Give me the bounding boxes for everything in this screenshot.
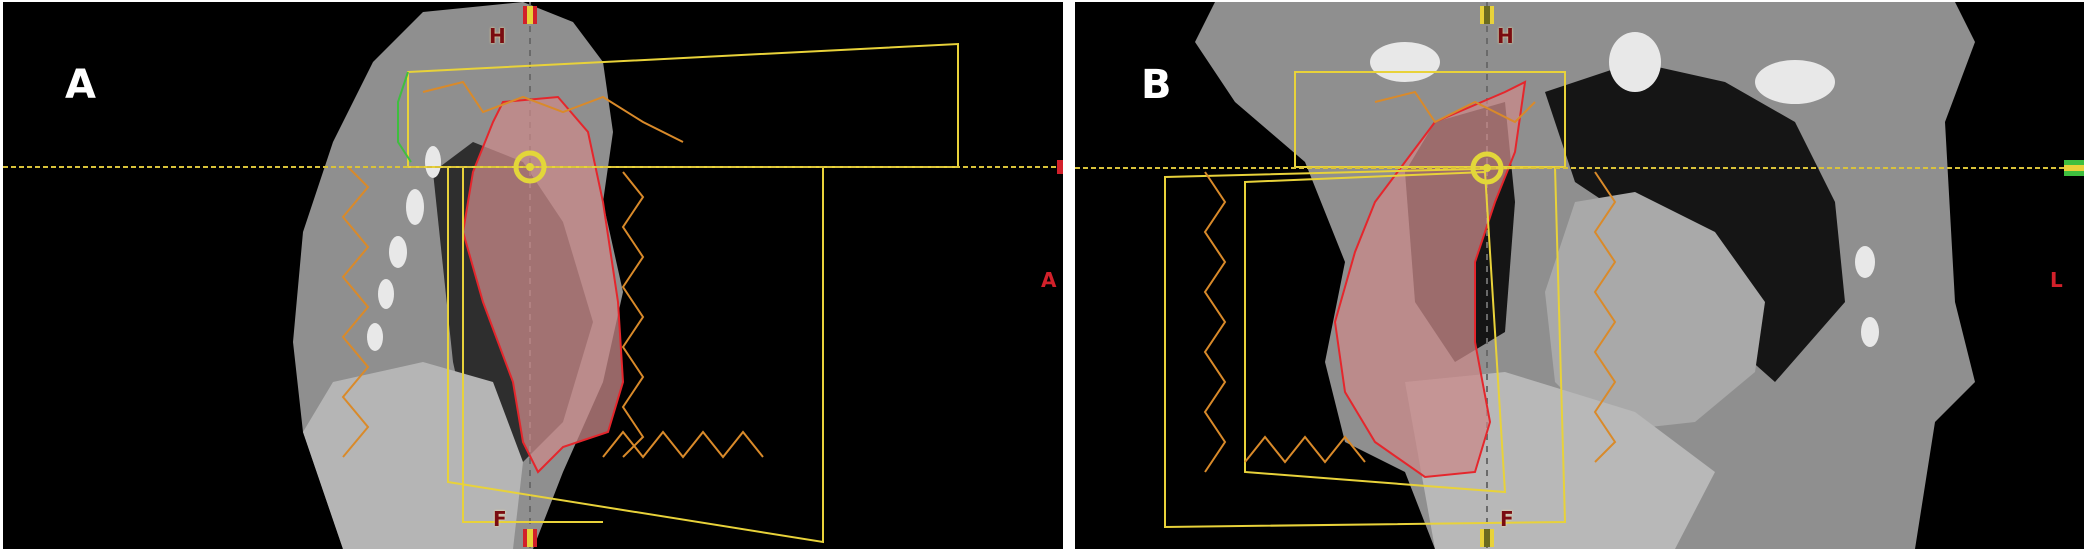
collimator-leaves-top [422,80,684,143]
structure-green-outline [397,71,412,163]
ct-panel-sagittal: A H F A [3,2,1063,549]
field-outline-lower [447,166,824,544]
orientation-label-inferior: F [493,507,507,531]
rib-bones [367,146,441,351]
orientation-label-inferior: F [1500,507,1514,531]
orientation-label-side: L [2050,268,2063,292]
liver-region [303,362,523,549]
coronal-image [1075,2,2084,549]
collimator-leaves-bottom [602,430,764,459]
isocenter-marker-icon [513,150,547,184]
sagittal-image [3,2,1063,549]
field-outline-inner [462,167,603,523]
orientation-label-superior: H [1497,24,1514,48]
orientation-label-side: A [1041,268,1057,292]
right-tick-marker [1057,160,1063,174]
collimator-leaves-top [1374,90,1536,124]
isocenter-marker-icon [1470,151,1504,185]
field-outline-inner [1244,170,1507,494]
heart-region [1545,192,1765,432]
collimator-leaves-bottom [1244,435,1366,464]
collimator-leaves-left [341,166,370,458]
orientation-label-superior: H [489,24,506,48]
collimator-leaves-right [1593,171,1617,463]
panel-letter: A [65,62,96,108]
collimator-leaves-right [621,171,645,458]
collimator-leaves-left [1203,171,1227,473]
panel-letter: B [1141,62,1172,108]
ct-panel-coronal: B H F L [1075,2,2084,549]
field-outline-lower [1164,165,1567,529]
